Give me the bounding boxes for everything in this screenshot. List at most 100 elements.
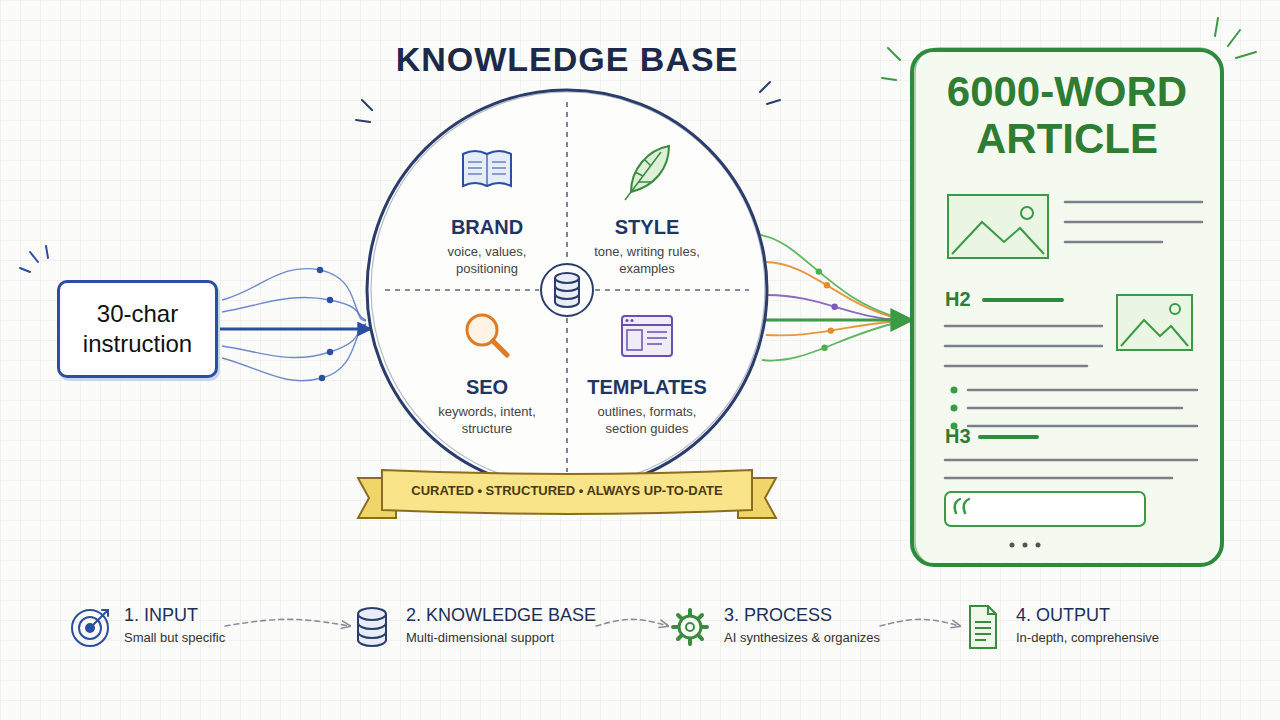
sketch-path	[975, 606, 996, 640]
sketch-rect	[627, 330, 642, 350]
knowledge-base-circle: KNOWLEDGE BASE BRANDvoice, values, positi…	[367, 40, 767, 512]
card-fill	[912, 50, 1222, 565]
sketch-circle	[319, 375, 325, 381]
sketch-circle	[1036, 543, 1041, 548]
output-flow-lines	[760, 235, 900, 361]
quadrant-description: outlines, formats, section guides	[577, 403, 717, 437]
step-arrow	[596, 619, 668, 626]
image-placeholder	[948, 195, 1048, 258]
step-label: 3. PROCESS AI synthesizes & organizes	[668, 604, 880, 648]
sketch-circle	[327, 349, 333, 355]
sketch-circle	[626, 319, 629, 322]
database-icon	[541, 264, 593, 316]
sketch-path	[625, 152, 661, 200]
sketch-path	[222, 325, 366, 381]
bullet-dots	[951, 387, 958, 430]
quadrant-heading: TEMPLATES	[577, 375, 717, 399]
instruction-box: 30-char instruction	[57, 280, 218, 378]
sketch-rect	[948, 195, 1048, 258]
quadrant-description: tone, writing rules, examples	[577, 243, 717, 277]
sketch-path	[762, 322, 900, 361]
feather-icon	[625, 146, 669, 200]
sketch-ellipse	[358, 608, 386, 620]
output-arrow	[765, 319, 912, 322]
sketch-circle	[1021, 207, 1033, 219]
document-icon	[970, 606, 996, 648]
input-flow-lines	[222, 269, 366, 381]
step-title: 4. OUTPUT	[1016, 604, 1159, 626]
database-icon	[358, 608, 386, 646]
quadrant-heading: STYLE	[577, 215, 717, 239]
step-label: 4. OUTPUT In-depth, comprehensive	[960, 604, 1159, 648]
sketch-ellipse	[555, 273, 579, 283]
quote-box	[945, 492, 1145, 526]
text-lines	[945, 202, 1202, 478]
sketch-path	[358, 623, 386, 638]
sketch-path	[622, 324, 672, 326]
step-label: 2. KNOWLEDGE BASEMulti-dimensional suppo…	[350, 604, 596, 648]
step-description: Multi-dimensional support	[406, 629, 596, 647]
input-arrow	[218, 328, 371, 331]
sketch-path	[1121, 320, 1188, 346]
output-flow-dots	[816, 268, 838, 351]
sketch-path	[493, 341, 507, 355]
ellipsis-dots	[1010, 543, 1041, 548]
book-icon	[463, 151, 511, 186]
sketch-rect	[622, 316, 672, 356]
quadrant-panel: TEMPLATES outlines, formats, section guid…	[577, 375, 717, 437]
sketch-circle	[828, 327, 834, 333]
article-card: 6000-WORD ARTICLEH2H3	[912, 50, 1222, 565]
sketch-circle	[831, 304, 837, 310]
sketch-circle	[1170, 304, 1180, 314]
image-placeholder	[1117, 295, 1192, 350]
sketch-circle	[824, 282, 830, 288]
sketch-path	[463, 151, 511, 186]
quadrant-panel: BRANDvoice, values, positioning	[417, 215, 557, 277]
template-icon	[622, 316, 672, 356]
circle-fill	[367, 90, 767, 490]
input-flow-dots	[317, 267, 333, 381]
step-arrow	[880, 619, 960, 626]
sketch-path	[222, 297, 366, 321]
box-label: 30-char instruction	[70, 299, 205, 359]
sketch-path	[673, 610, 707, 644]
sketch-path	[765, 262, 900, 319]
knowledge-base-circle-shape	[367, 40, 767, 512]
sketch-path	[767, 295, 900, 320]
card-sketch	[915, 48, 1223, 566]
sketch-path	[945, 202, 1202, 478]
circle-heading: KNOWLEDGE BASE	[367, 40, 767, 79]
sketch-circle	[821, 345, 827, 351]
sketch-path	[647, 332, 667, 344]
quadrant-panel: SEOkeywords, intent, structure	[417, 375, 557, 437]
sketch-circle	[317, 267, 323, 273]
ribbon-body	[382, 470, 752, 514]
quadrant-description: voice, values, positioning	[417, 243, 557, 277]
quadrant-panel: STYLE tone, writing rules, examples	[577, 215, 717, 277]
step-title: 1. INPUT	[124, 604, 225, 626]
step-description: In-depth, comprehensive	[1016, 629, 1159, 647]
magnifier-icon	[467, 315, 507, 355]
quadrant-heading: SEO	[417, 375, 557, 399]
sketch-circle	[951, 405, 958, 412]
step-description: AI synthesizes & organizes	[724, 629, 880, 647]
sketch-circle	[686, 623, 694, 631]
step-title: 3. PROCESS	[724, 604, 880, 626]
sketch-path	[555, 286, 579, 299]
gear-icon	[673, 610, 707, 644]
sketch-circle	[951, 387, 958, 394]
sketch-path	[222, 269, 366, 320]
sketch-circle	[327, 297, 333, 303]
sketch-path	[20, 246, 48, 272]
sketch-rect	[1117, 295, 1192, 350]
sketch-circle	[631, 319, 634, 322]
article-title: 6000-WORD ARTICLE	[922, 68, 1212, 162]
sketch-path	[970, 606, 996, 648]
target-icon	[72, 610, 108, 646]
sketch-circle	[541, 264, 593, 316]
sketch-circle	[1023, 543, 1028, 548]
sketch-circle	[816, 268, 822, 274]
sketch-path	[90, 610, 108, 628]
